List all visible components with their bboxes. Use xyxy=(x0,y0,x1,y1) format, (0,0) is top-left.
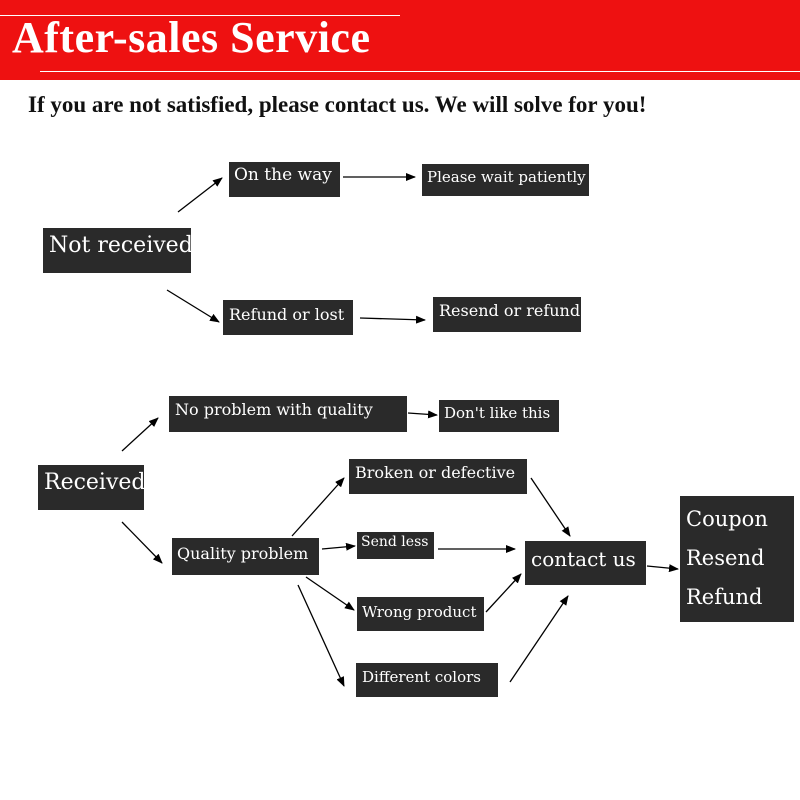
node-dont-like-this: Don't like this xyxy=(439,400,559,432)
arrow-contact-us-to-outcomes xyxy=(646,564,679,573)
node-broken-or-defective: Broken or defective xyxy=(349,459,527,494)
header-banner: After-sales Service xyxy=(0,0,800,80)
arrow-quality-problem-to-wrong-product xyxy=(305,576,355,611)
node-on-the-way-label: On the way xyxy=(234,165,332,185)
outcome-resend: Resend xyxy=(686,546,765,570)
node-different-colors: Different colors xyxy=(356,663,498,697)
node-dont-like-label: Don't like this xyxy=(444,404,551,422)
node-on-the-way: On the way xyxy=(229,162,340,197)
arrow-broken-to-contact-us xyxy=(530,477,571,537)
arrow-quality-problem-to-different-colors xyxy=(297,584,345,687)
node-different-colors-label: Different colors xyxy=(362,668,481,686)
outcome-coupon: Coupon xyxy=(686,507,768,531)
node-not-received: Not received xyxy=(43,228,193,273)
node-contact-us-label: contact us xyxy=(531,547,636,571)
banner-divider-top xyxy=(0,15,400,16)
arrow-not-received-to-refund-or-lost xyxy=(166,289,220,323)
node-not-received-label: Not received xyxy=(49,233,193,258)
node-contact-us: contact us xyxy=(525,541,646,585)
node-quality-problem: Quality problem xyxy=(172,538,319,575)
arrow-different-colors-to-contact-us xyxy=(509,595,569,683)
arrow-quality-problem-to-send-less xyxy=(321,542,356,551)
node-outcomes: Coupon Resend Refund xyxy=(680,496,794,622)
arrow-quality-problem-to-broken xyxy=(291,477,345,537)
node-quality-problem-label: Quality problem xyxy=(177,544,309,563)
outcome-refund: Refund xyxy=(686,585,763,609)
node-wrong-product-label: Wrong product xyxy=(362,603,477,621)
node-resend-or-refund-label: Resend or refund xyxy=(439,301,581,320)
arrow-not-received-to-on-the-way xyxy=(177,177,223,213)
node-refund-or-lost: Refund or lost xyxy=(223,300,353,335)
arrow-wrong-product-to-contact-us xyxy=(485,573,522,613)
arrow-refund-or-lost-to-resend-or-refund xyxy=(359,315,426,324)
node-wrong-product: Wrong product xyxy=(357,597,484,631)
banner-divider-bottom xyxy=(40,71,800,72)
node-resend-or-refund: Resend or refund xyxy=(433,297,581,332)
arrow-no-problem-to-dont-like xyxy=(407,410,438,419)
node-please-wait-patiently: Please wait patiently xyxy=(422,164,589,196)
node-refund-or-lost-label: Refund or lost xyxy=(229,305,345,324)
node-please-wait-label: Please wait patiently xyxy=(427,168,586,186)
node-send-less: Send less xyxy=(357,532,434,559)
node-no-problem-with-quality: No problem with quality xyxy=(169,396,407,432)
node-no-problem-label: No problem with quality xyxy=(175,400,373,419)
arrow-received-to-quality-problem xyxy=(121,521,163,564)
node-received-label: Received xyxy=(44,470,146,495)
node-broken-label: Broken or defective xyxy=(355,463,516,482)
banner-title: After-sales Service xyxy=(12,13,371,62)
arrow-received-to-no-problem xyxy=(121,417,159,452)
node-received: Received xyxy=(38,465,146,510)
subtitle: If you are not satisfied, please contact… xyxy=(28,92,647,117)
node-send-less-label: Send less xyxy=(361,534,429,550)
